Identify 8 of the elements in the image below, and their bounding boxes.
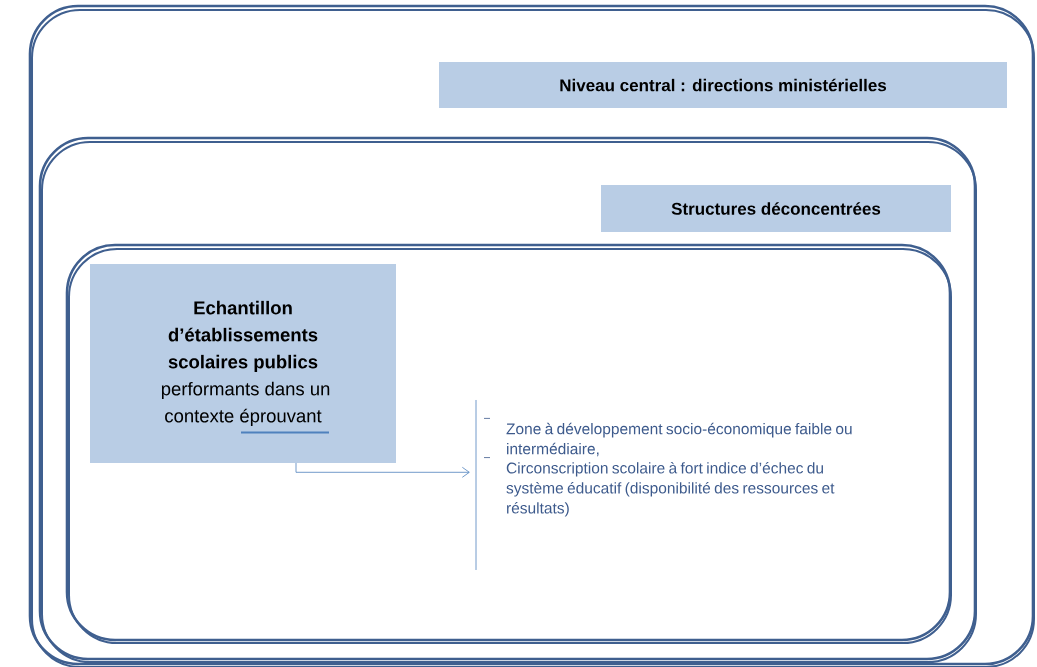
rounded-frame	[65, 243, 952, 644]
heading-bar: Niveau central : directions ministérielles	[439, 62, 1007, 108]
rounded-frame	[28, 4, 1035, 667]
rounded-frame	[38, 136, 977, 663]
arrow	[295, 462, 470, 478]
sample-box: Echantillon d’établissements scolaires publics performants dans un contexte éprouvant	[90, 264, 396, 463]
heading-bar: Structures déconcentrées	[601, 185, 951, 232]
criteria-list: Zone à développement socio-économique faible ou intermédiaire, Circonscription scolaire à fort indice d’échec du système éducatif (disponibilité des ressources et résultats)	[475, 399, 852, 571]
